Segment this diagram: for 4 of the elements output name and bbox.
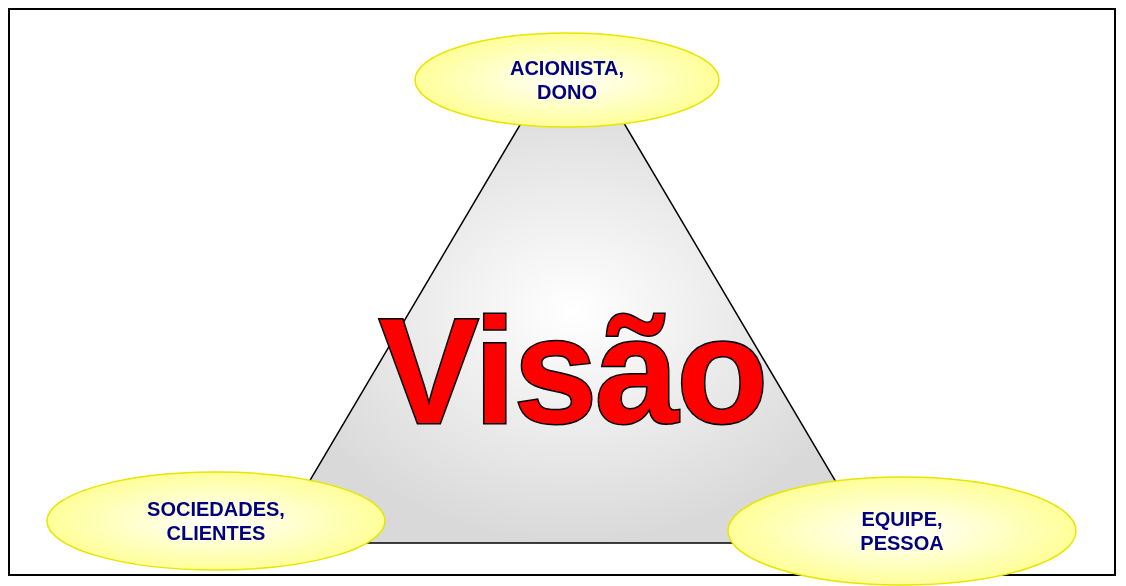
- node-label: ACIONISTA, DONO: [508, 56, 626, 104]
- title-text: Visão: [378, 291, 767, 451]
- node-label: EQUIPE, PESSOA: [859, 507, 945, 555]
- node-label: SOCIEDADES, CLIENTES: [146, 497, 286, 545]
